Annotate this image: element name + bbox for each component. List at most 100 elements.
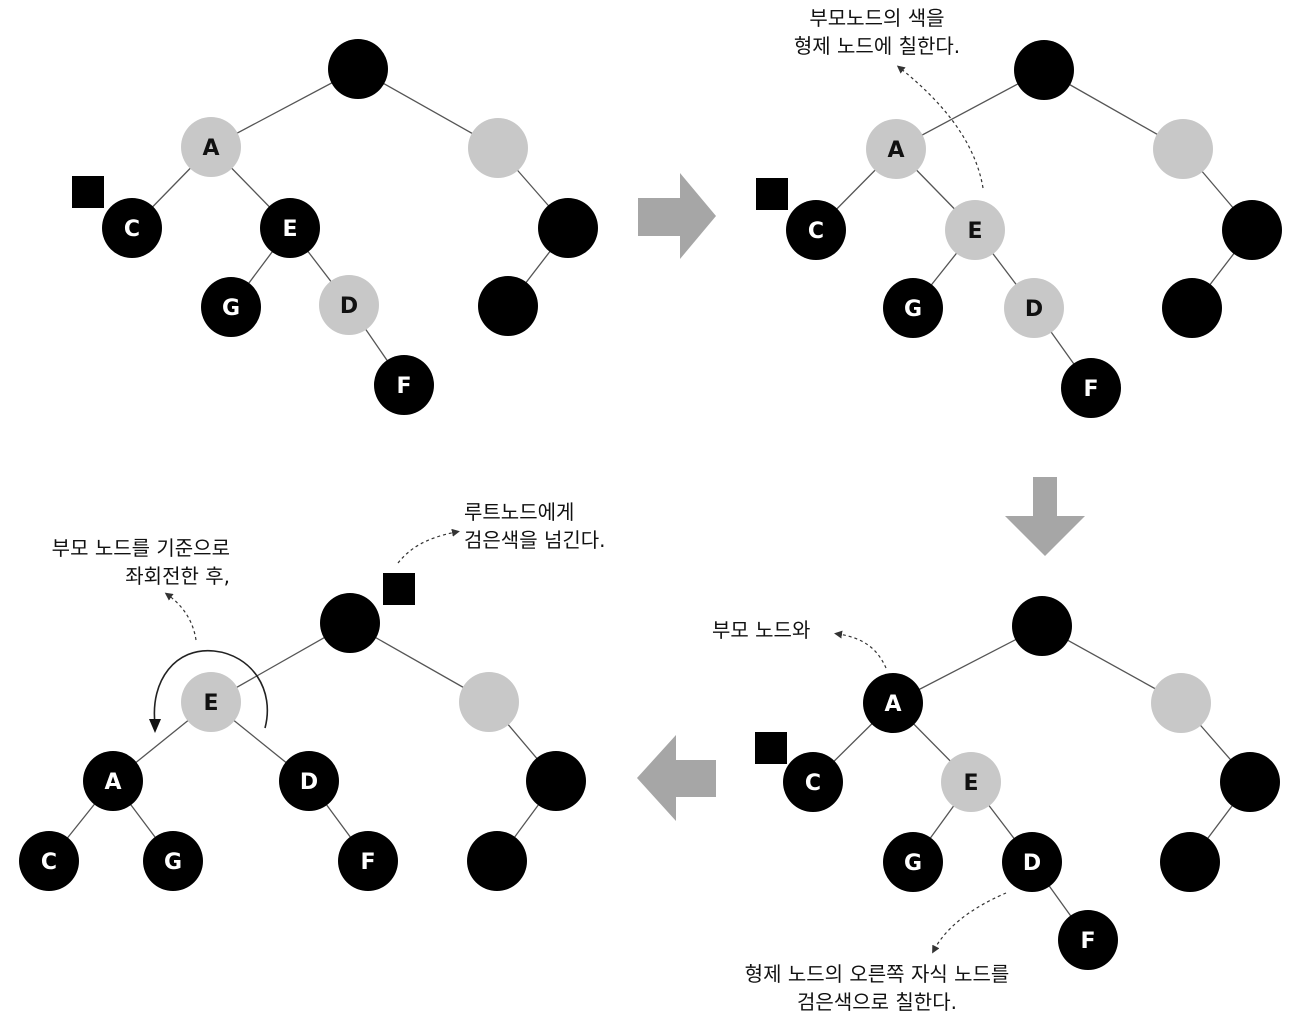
annotation-sibling-recolor-line2: 형제 노드에 칠한다. <box>793 34 961 58</box>
top-left-node-unlabeled-circle <box>538 198 598 258</box>
bottom-right-node-e: E <box>941 752 1001 812</box>
top-right-node-g-label: G <box>904 297 922 322</box>
top-left-node-unlabeled <box>468 118 528 178</box>
bottom-right-node-f-circle <box>1058 910 1118 970</box>
bottom-left-node-unlabeled-circle <box>526 751 586 811</box>
top-left-node-g: G <box>201 277 261 337</box>
bottom-right-node-d: D <box>1002 832 1062 892</box>
bottom-left-node-unlabeled-circle <box>459 672 519 732</box>
top-right-node-f: F <box>1061 358 1121 418</box>
bottom-right-node-unlabeled-circle <box>1160 832 1220 892</box>
top-right-node-a: A <box>866 119 926 179</box>
bottom-left-node-unlabeled <box>320 593 380 653</box>
top-right-node-d: D <box>1004 278 1064 338</box>
bottom-right-node-unlabeled <box>1220 752 1280 812</box>
nephew-black-pointer <box>932 892 1007 954</box>
top-right-node-e-label: E <box>967 219 982 244</box>
bottom-left-node-unlabeled-circle <box>467 831 527 891</box>
annotation-parent-and: 부모 노드와 <box>712 616 810 644</box>
bottom-right-node-a-circle <box>863 673 923 733</box>
annotation-pass-black-root: 루트노드에게 검은색을 넘긴다. <box>464 498 606 554</box>
bottom-right-node-unlabeled-circle <box>1220 752 1280 812</box>
annotation-rotate-left-line1: 부모 노드를 기준으로 <box>51 536 230 560</box>
top-left-node-unlabeled-circle <box>478 276 538 336</box>
top-right-node-e-circle <box>945 200 1005 260</box>
bottom-right-node-d-circle <box>1002 832 1062 892</box>
bottom-left-node-a-circle <box>83 751 143 811</box>
bottom-right-node-g-label: G <box>904 851 922 876</box>
bottom-right-node-g-circle <box>883 832 943 892</box>
top-left-node-f-circle <box>374 355 434 415</box>
flow-arrow-left <box>637 735 716 821</box>
top-right-node-a-circle <box>866 119 926 179</box>
bottom-left-node-g-label: G <box>164 850 182 875</box>
top-left-node-unlabeled <box>478 276 538 336</box>
rotation-arc <box>153 649 269 729</box>
top-right-node-d-label: D <box>1025 297 1043 322</box>
bottom-left-node-g: G <box>143 831 203 891</box>
bottom-left-node-c-label: C <box>41 850 57 875</box>
bottom-left-node-g-circle <box>143 831 203 891</box>
top-left-node-c: C <box>102 198 162 258</box>
top-left-node-e-label: E <box>282 217 297 242</box>
top-right-extra-black-marker <box>756 178 788 210</box>
top-right-node-unlabeled <box>1014 40 1074 100</box>
bottom-left-extra-black-marker <box>383 573 415 605</box>
bottom-right-extra-black-marker <box>755 732 787 764</box>
top-right-node-unlabeled-circle <box>1162 278 1222 338</box>
top-left-extra-black-marker <box>72 176 104 208</box>
top-right-node-c: C <box>786 200 846 260</box>
top-right-node-f-label: F <box>1083 377 1098 402</box>
annotation-pass-black-root-line1: 루트노드에게 <box>464 500 575 524</box>
bottom-left-node-d: D <box>279 751 339 811</box>
top-right-node-unlabeled <box>1162 278 1222 338</box>
top-left-node-a-label: A <box>202 136 219 161</box>
bottom-right-node-unlabeled <box>1012 596 1072 656</box>
top-left-node-c-circle <box>102 198 162 258</box>
top-left-node-a-circle <box>181 117 241 177</box>
annotation-nephew-black-line2: 검은색으로 칠한다. <box>797 990 957 1014</box>
annotation-pass-black-root-line2: 검은색을 넘긴다. <box>464 528 606 552</box>
top-left-node-d-label: D <box>340 294 358 319</box>
top-left-node-f: F <box>374 355 434 415</box>
bottom-right-node-f: F <box>1058 910 1118 970</box>
bottom-left-node-c-circle <box>19 831 79 891</box>
top-right-node-f-circle <box>1061 358 1121 418</box>
bottom-left-node-unlabeled <box>467 831 527 891</box>
top-right-node-a-label: A <box>887 138 904 163</box>
bottom-left-node-a-label: A <box>104 770 121 795</box>
annotation-rotate-left-line2: 좌회전한 후, <box>125 564 230 588</box>
bottom-left-node-unlabeled <box>459 672 519 732</box>
top-left-node-unlabeled-circle <box>328 39 388 99</box>
top-right-node-e: E <box>945 200 1005 260</box>
annotation-nephew-black: 형제 노드의 오른쪽 자식 노드를 검은색으로 칠한다. <box>712 960 1042 1016</box>
bottom-right-node-unlabeled-circle <box>1012 596 1072 656</box>
bottom-left-node-e: E <box>181 672 241 732</box>
top-left-node-a: A <box>181 117 241 177</box>
bottom-right-node-c: C <box>783 752 843 812</box>
top-right-node-c-label: C <box>808 219 824 244</box>
top-left-node-e-circle <box>260 198 320 258</box>
bottom-right-node-unlabeled <box>1151 673 1211 733</box>
bottom-left-node-e-circle <box>181 672 241 732</box>
top-right-node-g: G <box>883 278 943 338</box>
rotation-arrowhead <box>149 719 161 733</box>
top-left-node-unlabeled <box>538 198 598 258</box>
flow-arrow-down <box>1005 477 1085 556</box>
pass-black-root-pointer <box>397 528 460 564</box>
top-right-node-unlabeled-circle <box>1014 40 1074 100</box>
bottom-right-node-e-label: E <box>963 771 978 796</box>
bottom-left-node-f-label: F <box>360 850 375 875</box>
flow-arrow-right <box>638 173 716 259</box>
top-left-node-f-label: F <box>396 374 411 399</box>
bottom-left-node-f: F <box>338 831 398 891</box>
top-left-node-unlabeled <box>328 39 388 99</box>
bottom-right-node-d-label: D <box>1023 851 1041 876</box>
rotate-left-pointer <box>164 592 197 641</box>
bottom-right-node-f-label: F <box>1080 929 1095 954</box>
top-left-node-g-label: G <box>222 296 240 321</box>
top-left-node-d-circle <box>319 275 379 335</box>
bottom-right-node-a: A <box>863 673 923 733</box>
top-right-node-g-circle <box>883 278 943 338</box>
